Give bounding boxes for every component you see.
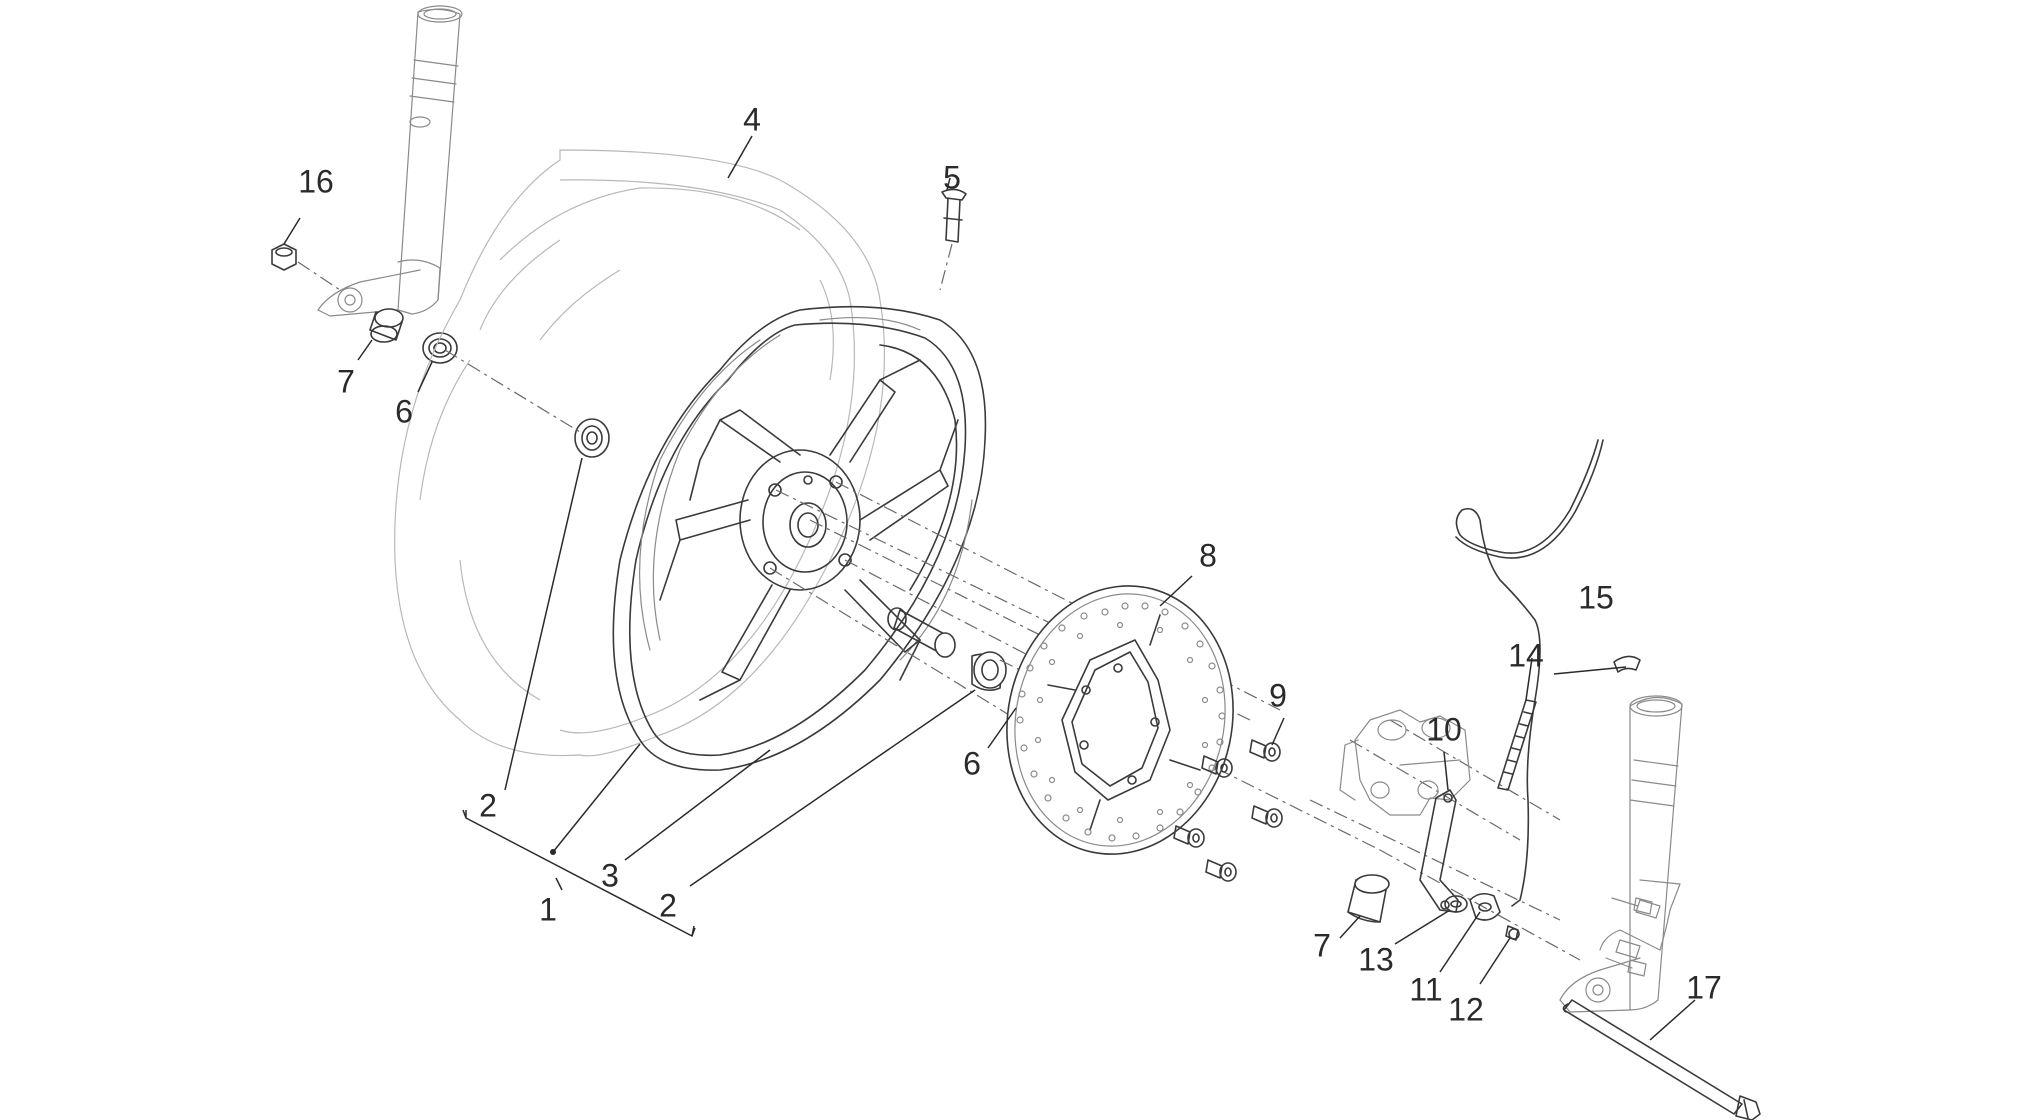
callout-2-right: 2 [659,887,677,923]
part-2-bearing-left [444,349,610,458]
callout-3: 3 [601,857,619,893]
part-10-sensor-bracket [1419,789,1459,913]
callout-9: 9 [1269,677,1287,713]
part-8-brake-disc [1006,585,1234,855]
callout-14: 14 [1508,637,1544,673]
axle-spacer-center [887,607,956,658]
part-2-bearing-right [971,651,1007,692]
callout-12: 12 [1448,991,1484,1027]
callout-6-right: 6 [963,745,981,781]
part-14-sensor-strip [1497,699,1537,791]
callout-10: 10 [1426,711,1462,747]
right-fork-leg [1559,695,1683,1013]
callout-1: 1 [539,891,557,927]
part-16-nut [271,243,341,291]
callout-8: 8 [1199,537,1217,573]
part-12-screw [1505,925,1520,941]
sensor-wire [1455,439,1604,907]
part-7-spacer-left [369,308,404,343]
brake-caliper [1339,709,1471,816]
callout-6-left: 6 [395,393,413,429]
part-3-rim [612,305,987,771]
leader-lines [283,135,1696,1041]
part-4-tyre [394,149,886,757]
callout-17: 17 [1686,969,1722,1005]
fork-pinch-bolts [1605,897,1653,977]
part-15-clip [1613,655,1641,673]
callout-15: 15 [1578,579,1614,615]
callout-7-right: 7 [1313,927,1331,963]
part-5-valve [939,188,967,291]
part-17-axle [1562,999,1761,1120]
callout-7-left: 7 [337,363,355,399]
part-13-washer [1444,895,1468,913]
part-7-spacer-right [1347,874,1390,923]
callout-5: 5 [943,159,961,195]
callout-4: 4 [743,101,761,137]
callout-11: 11 [1409,971,1442,1007]
callout-13: 13 [1358,941,1394,977]
callout-2-left: 2 [479,787,497,823]
part-11-ring [1469,892,1501,921]
callout-labels: 4 5 16 7 6 8 15 14 9 10 6 2 3 1 2 7 13 1… [298,101,1722,1027]
left-fork-leg [317,5,463,317]
callout-16: 16 [298,163,334,199]
part-9-disc-bolts [1173,739,1283,882]
